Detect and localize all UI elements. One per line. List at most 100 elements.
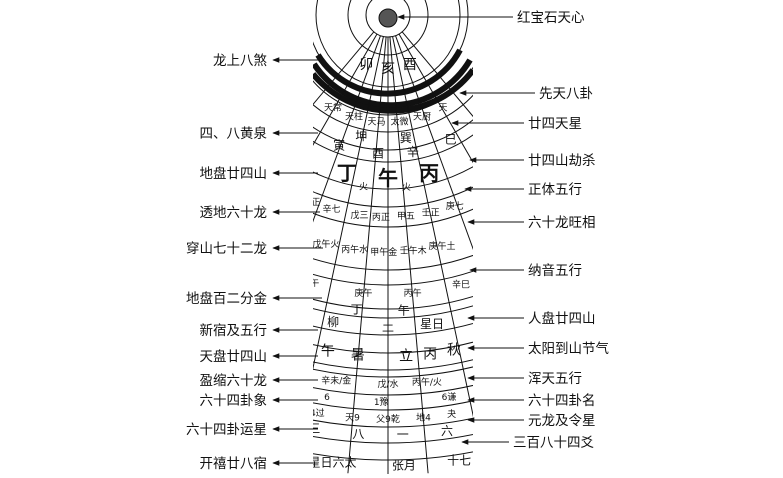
ring7-dragon-0: 癸正 [302, 196, 320, 208]
left-label-6: 新宿及五行 [200, 322, 268, 339]
ring7-dragon-4: 甲五 [397, 211, 415, 222]
ring6-big-0: 丁 [337, 161, 357, 185]
ring9-fenjin-3: 辛巳 [452, 278, 470, 290]
ring11-char-2: 星日 [420, 317, 444, 331]
ring8-nayin-4: 庚午土 [428, 240, 455, 252]
right-label-6: 纳音五行 [528, 262, 582, 279]
ring8-nayin-2: 甲午金 [370, 246, 397, 258]
ring12-char-1: 暑 [351, 348, 365, 364]
ring9-fenjin-2: 丙午 [404, 287, 422, 299]
right-label-11: 元龙及令星 [528, 413, 596, 429]
ring16-char-2: 一 [397, 428, 409, 442]
right-label-9: 浑天五行 [528, 371, 582, 387]
right-label-8: 太阳到山节气 [528, 341, 609, 357]
ring8-nayin-3: 壬午木 [400, 245, 427, 257]
radial-divider [313, 36, 384, 371]
ring12-char-4: 秋 [447, 343, 461, 359]
left-label-8: 盈缩六十龙 [200, 373, 268, 389]
right-label-7: 人盘廿四山 [528, 310, 596, 327]
left-label-1: 四、八黄泉 [200, 125, 268, 142]
left-label-10: 六十四卦运星 [186, 422, 267, 438]
radial-divider [313, 31, 375, 106]
ring14-char-0: 6 [324, 393, 330, 403]
ring3-star-2: 天马 [367, 116, 385, 127]
right-label-2: 廿四天星 [528, 116, 582, 132]
ring6-small-1: 火 [402, 182, 411, 193]
radial-divider [401, 31, 473, 118]
right-label-0: 红宝石天心 [517, 10, 585, 26]
ruby-center-pin [378, 8, 398, 28]
right-label-1: 先天八卦 [539, 86, 593, 102]
ring8-nayin-0: 戊午火 [312, 238, 339, 250]
left-label-3: 透地六十龙 [200, 205, 268, 221]
ring17-char-0: 星日六太 [309, 455, 357, 470]
ring5-char-2: 辛 [407, 145, 419, 159]
ring6-big-2: 丙 [419, 161, 439, 185]
ring9-fenjin-0: 丙午 [301, 277, 319, 289]
ring15-char-0: 4过 [310, 407, 325, 419]
ring13-char-0: 辛未/金 [321, 374, 351, 386]
radial-divider [313, 35, 381, 223]
radial-divider [392, 36, 473, 418]
ring6-small-0: 火 [359, 181, 368, 192]
ring7-dragon-1: 辛七 [322, 203, 340, 215]
radial-divider [395, 35, 473, 250]
ring4-char-0: 坤 [355, 128, 367, 143]
ring5-char-0: 寅 [333, 137, 345, 152]
ring10-char-0: 丁 [351, 302, 363, 316]
right-label-4: 正体五行 [528, 182, 582, 198]
radial-divider [398, 33, 473, 164]
ring17-char-2: 十七 [447, 453, 471, 467]
right-label-10: 六十四卦名 [528, 393, 596, 409]
ring15-char-2: 父9乾 [376, 413, 400, 425]
ring12-char-2: 立 [399, 349, 413, 365]
ring15-char-1: 天9 [345, 413, 360, 423]
ring4-char-1: 巽 [400, 131, 412, 145]
radial-divider [313, 33, 378, 146]
ring7-dragon-3: 丙正 [372, 212, 390, 223]
ring3-star-4: 天厨 [413, 112, 431, 123]
ring12-char-3: 丙 [423, 346, 437, 362]
radial-divider [389, 36, 429, 474]
ring3-star-3: 太微 [390, 115, 408, 127]
ring17-char-1: 张月 [392, 459, 416, 473]
ring10-char-1: 午 [398, 304, 410, 318]
right-label-12: 三百八十四爻 [513, 435, 594, 451]
ring13-char-2: 丙午/火 [412, 376, 442, 388]
ring6-big-1: 午 [378, 166, 398, 190]
ring9-fenjin-1: 庚午 [354, 287, 372, 299]
ring1-char-1: 亥 [381, 61, 395, 77]
left-label-5: 地盘百二分金 [186, 290, 267, 307]
left-label-9: 六十四卦象 [200, 393, 268, 409]
ring3-star-1: 天柱 [345, 111, 363, 123]
ring14-char-2: 6谦 [442, 391, 457, 403]
ring7-dragon-5: 壬正 [422, 208, 440, 219]
left-label-2: 地盘廿四山 [200, 165, 268, 182]
ring7-dragon-6: 庚七 [446, 200, 464, 212]
radial-divider [347, 36, 387, 474]
ring15-char-3: 地4 [416, 411, 431, 423]
ring16-char-3: 六 [441, 424, 453, 438]
ring7-dragon-2: 戊三 [350, 209, 368, 221]
ring3-star-0: 天常 [324, 101, 342, 113]
ring16-char-1: 八 [352, 427, 364, 441]
ring11-char-0: 柳 [327, 315, 339, 329]
right-label-3: 廿四山劫杀 [528, 153, 596, 169]
ring15-char-4: 夬 [447, 408, 456, 420]
ring8-nayin-1: 丙午水 [341, 244, 368, 256]
ring1-char-2: 酉 [403, 57, 417, 73]
ring11-char-1: 土 [382, 320, 394, 334]
left-label-0: 龙上八煞 [213, 53, 267, 69]
ring13-char-1: 戊/水 [377, 378, 398, 390]
left-label-4: 穿山七十二龙 [186, 241, 267, 257]
ring5-char-1: 酉 [372, 147, 384, 161]
right-label-5: 六十龙旺相 [528, 215, 596, 231]
ring3-star-5: 天 [438, 103, 447, 113]
ring12-char-0: 午 [321, 344, 335, 360]
left-label-7: 天盘廿四山 [200, 348, 268, 365]
ring5-char-3: 巳 [445, 133, 457, 147]
ring14-char-1: 1豫 [374, 396, 389, 408]
